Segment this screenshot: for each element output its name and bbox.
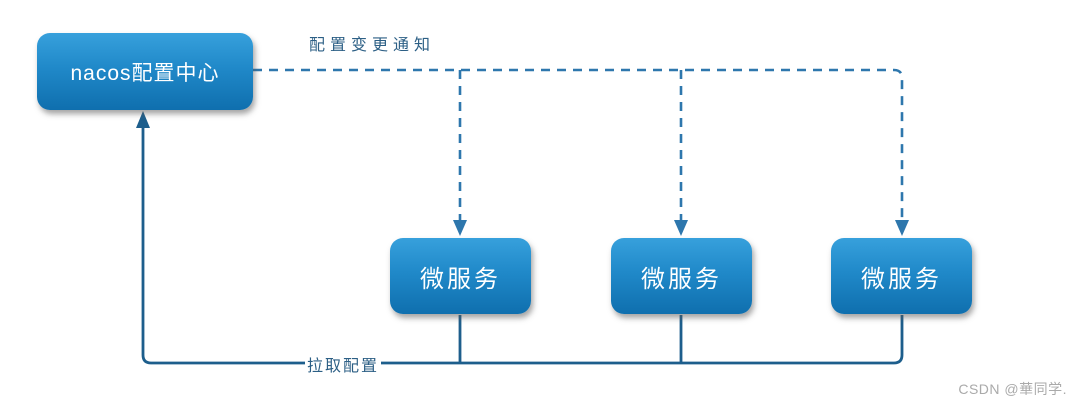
service-node-2: 微服务 bbox=[611, 238, 752, 314]
notify-arrowhead-3 bbox=[895, 220, 909, 236]
service-node-label: 微服务 bbox=[641, 265, 722, 293]
service-node-1: 微服务 bbox=[390, 238, 531, 314]
config-center-label: nacos配置中心 bbox=[70, 61, 220, 85]
notify-dashed-line bbox=[253, 68, 904, 221]
pull-arrowhead bbox=[136, 111, 150, 128]
watermark: CSDN @華同学. bbox=[958, 381, 1067, 397]
pull-edge-label: 拉取配置 bbox=[305, 352, 382, 376]
config-center-node: nacos配置中心 bbox=[37, 33, 253, 110]
notify-arrowhead-2 bbox=[674, 220, 688, 236]
service-node-3: 微服务 bbox=[831, 238, 972, 314]
service-node-label: 微服务 bbox=[861, 265, 942, 293]
service-node-label: 微服务 bbox=[420, 265, 501, 293]
notify-edge-label: 配置变更通知 bbox=[309, 37, 436, 54]
pull-solid-line bbox=[141, 127, 904, 365]
notify-arrowhead-1 bbox=[453, 220, 467, 236]
